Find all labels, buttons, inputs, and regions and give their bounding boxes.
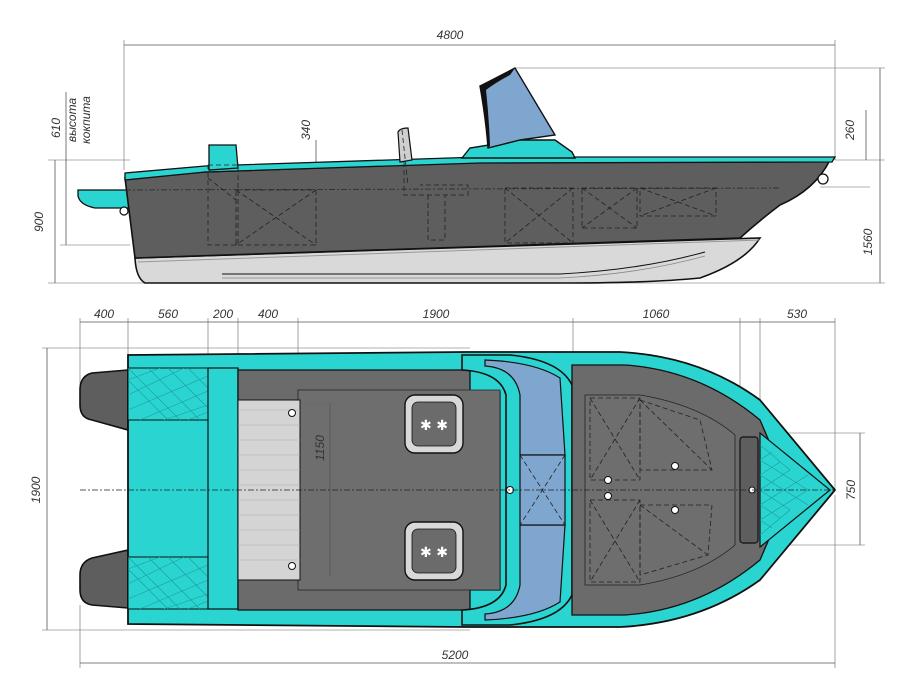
stern-bracket	[77, 189, 131, 216]
section-width-7: 530	[787, 307, 807, 321]
section-width-5: 1900	[423, 307, 450, 321]
hull-bottom	[134, 237, 762, 284]
stern-transom-bar	[207, 367, 239, 610]
bow-eye	[817, 173, 829, 185]
bow-fitting-3	[671, 462, 679, 470]
seat-height-value: 340	[299, 120, 313, 140]
rear-floor-texture	[238, 409, 300, 561]
hull-chine	[137, 239, 761, 263]
svg-text:✱ ✱: ✱ ✱	[420, 418, 448, 434]
stern-box	[208, 144, 239, 171]
bow-fitting-1	[604, 476, 612, 484]
side-length-dimension: 4800	[123, 28, 836, 170]
beam-dimension: 1900	[29, 347, 470, 631]
bow-fitting-2	[604, 492, 612, 500]
top-length-dimension: 5200	[79, 495, 836, 668]
stern-pontoon-bottom	[79, 549, 129, 609]
floor-fitting-bottom	[288, 562, 296, 570]
stern-hatch-top	[127, 367, 209, 421]
side-height-value: 900	[32, 212, 46, 232]
windshield	[479, 67, 557, 149]
bow-hatches	[589, 397, 713, 583]
stern-pontoon-top	[79, 369, 129, 432]
side-length-value: 4800	[437, 28, 464, 42]
bow-fitting-4	[671, 506, 679, 514]
section-width-1: 400	[94, 307, 114, 321]
left-height-dimensions: 900 610 высота кокпита	[32, 92, 150, 284]
beam-width-value: 1900	[29, 476, 43, 503]
seat-bottom: ✱ ✱	[404, 521, 464, 581]
side-internal-lines	[124, 129, 781, 246]
side-view: 4800 900 610 высота кокпита 260 1560	[32, 28, 885, 284]
console	[460, 139, 577, 159]
hood-height-label-1: высота	[65, 98, 79, 143]
section-width-4: 400	[258, 307, 278, 321]
bow-height-value: 1560	[861, 228, 875, 255]
section-width-2: 560	[158, 307, 178, 321]
seat-top: ✱ ✱	[404, 394, 464, 454]
bow-hatch-value: 750	[844, 480, 858, 500]
console-center-lines	[519, 454, 566, 526]
keel-strip	[222, 251, 706, 275]
top-view: 400 560 200 400 1900 1060 530 1900 5200	[29, 307, 865, 668]
gunwale	[124, 156, 837, 181]
keel-strip-2	[222, 255, 706, 279]
svg-text:✱ ✱: ✱ ✱	[420, 545, 448, 561]
section-dimensions: 400 560 200 400 1900 1060 530	[79, 307, 836, 490]
section-width-3: 200	[212, 307, 233, 321]
top-length-value: 5200	[442, 648, 469, 662]
floor-fitting-top	[288, 409, 296, 417]
section-width-6: 1060	[643, 307, 670, 321]
windshield-height-value: 260	[843, 120, 857, 141]
hood-height-value: 610	[49, 118, 63, 138]
windshield-frame	[480, 68, 515, 148]
seat-back	[397, 127, 413, 163]
right-height-dimensions: 260 1560	[515, 67, 885, 284]
stern-crosshatch	[127, 367, 209, 610]
hood-height-label-2: кокпита	[79, 96, 93, 144]
seat-spacing-value: 1150	[313, 435, 327, 461]
